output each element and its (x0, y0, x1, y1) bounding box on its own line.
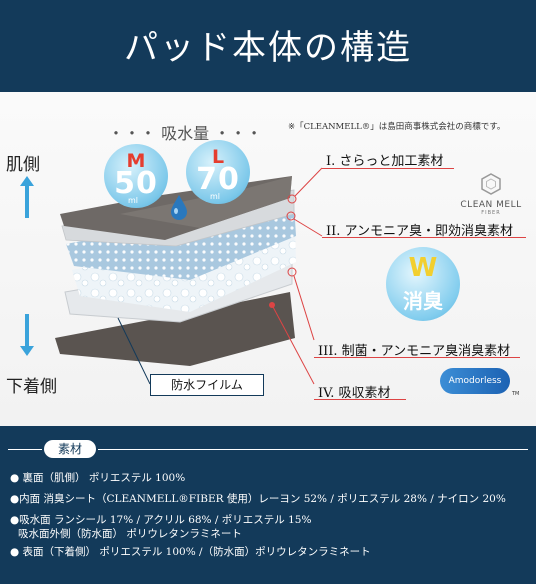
layer-label-1: I. さらっと加工素材 (326, 154, 444, 169)
material-line: ● 裏面（肌側） ポリエステル 100% (10, 472, 186, 484)
arrow-up-icon (20, 176, 34, 218)
absorption-title: ・・・ 吸水量 ・・・ (108, 124, 263, 143)
w-deodorize-badge: W 消臭 (386, 247, 460, 321)
material-line: ●内面 消臭シート（CLEANMELL®FIBER 使用）レーヨン 52% / … (10, 493, 506, 505)
underwear-side-label: 下着側 (6, 377, 57, 397)
materials-rule-left (8, 449, 42, 450)
layer-underline-1 (322, 168, 454, 169)
material-line: ●吸水面 ランシール 17% / アクリル 68% / ポリエステル 15% (10, 514, 312, 526)
layer-underline-3 (314, 357, 520, 358)
waterproof-film-label: 防水フイルム (150, 374, 264, 396)
water-drop-icon (171, 195, 187, 220)
size-l-bubble: L 70 ml (186, 140, 250, 204)
amodorless-logo: Amodorless (440, 368, 510, 394)
layer-absorbent (55, 292, 295, 366)
layer-label-3: III. 制菌・アンモニア臭消臭素材 (318, 344, 511, 359)
size-m-bubble: M 50 ml (104, 144, 168, 208)
layer-underline-4 (314, 399, 406, 400)
materials-rule-right (98, 449, 528, 450)
page-title: パッド本体の構造 (124, 28, 412, 68)
amodorless-tm: TM (512, 391, 520, 397)
size-unit: ml (128, 196, 139, 205)
layer-label-4: IV. 吸収素材 (318, 386, 391, 401)
w-text: 消臭 (403, 289, 443, 313)
material-line: ● 表面（下着側） ポリエステル 100% /（防水面）ポリウレタンラミネート (10, 546, 371, 558)
cleanmell-logo: CLEAN MELL FIBER (458, 172, 524, 216)
size-letter: L (211, 146, 225, 168)
cleanmell-name: CLEAN MELL (460, 200, 522, 210)
w-letter: W (408, 253, 438, 283)
skin-side-label: 肌側 (6, 155, 40, 175)
header-banner: パッド本体の構造 (0, 0, 536, 92)
material-line: 吸水面外側（防水面） ポリウレタンラミネート (18, 528, 242, 540)
materials-panel: 素材 ● 裏面（肌側） ポリエステル 100% ●内面 消臭シート（CLEANM… (0, 426, 536, 584)
size-value: 70 (196, 162, 240, 197)
arrow-down-icon (20, 314, 34, 356)
trademark-note: ※「CLEANMELL®」は島田商事株式会社の商標です。 (288, 122, 506, 132)
size-unit: ml (210, 192, 221, 201)
layer-underline-2 (322, 237, 526, 238)
size-value: 50 (114, 166, 158, 201)
materials-title: 素材 (44, 440, 96, 458)
hexagon-logo-icon (481, 173, 501, 195)
layer-label-2: II. アンモニア臭・即効消臭素材 (326, 224, 514, 239)
size-letter: M (126, 150, 146, 172)
cleanmell-sub: FIBER (481, 210, 501, 216)
